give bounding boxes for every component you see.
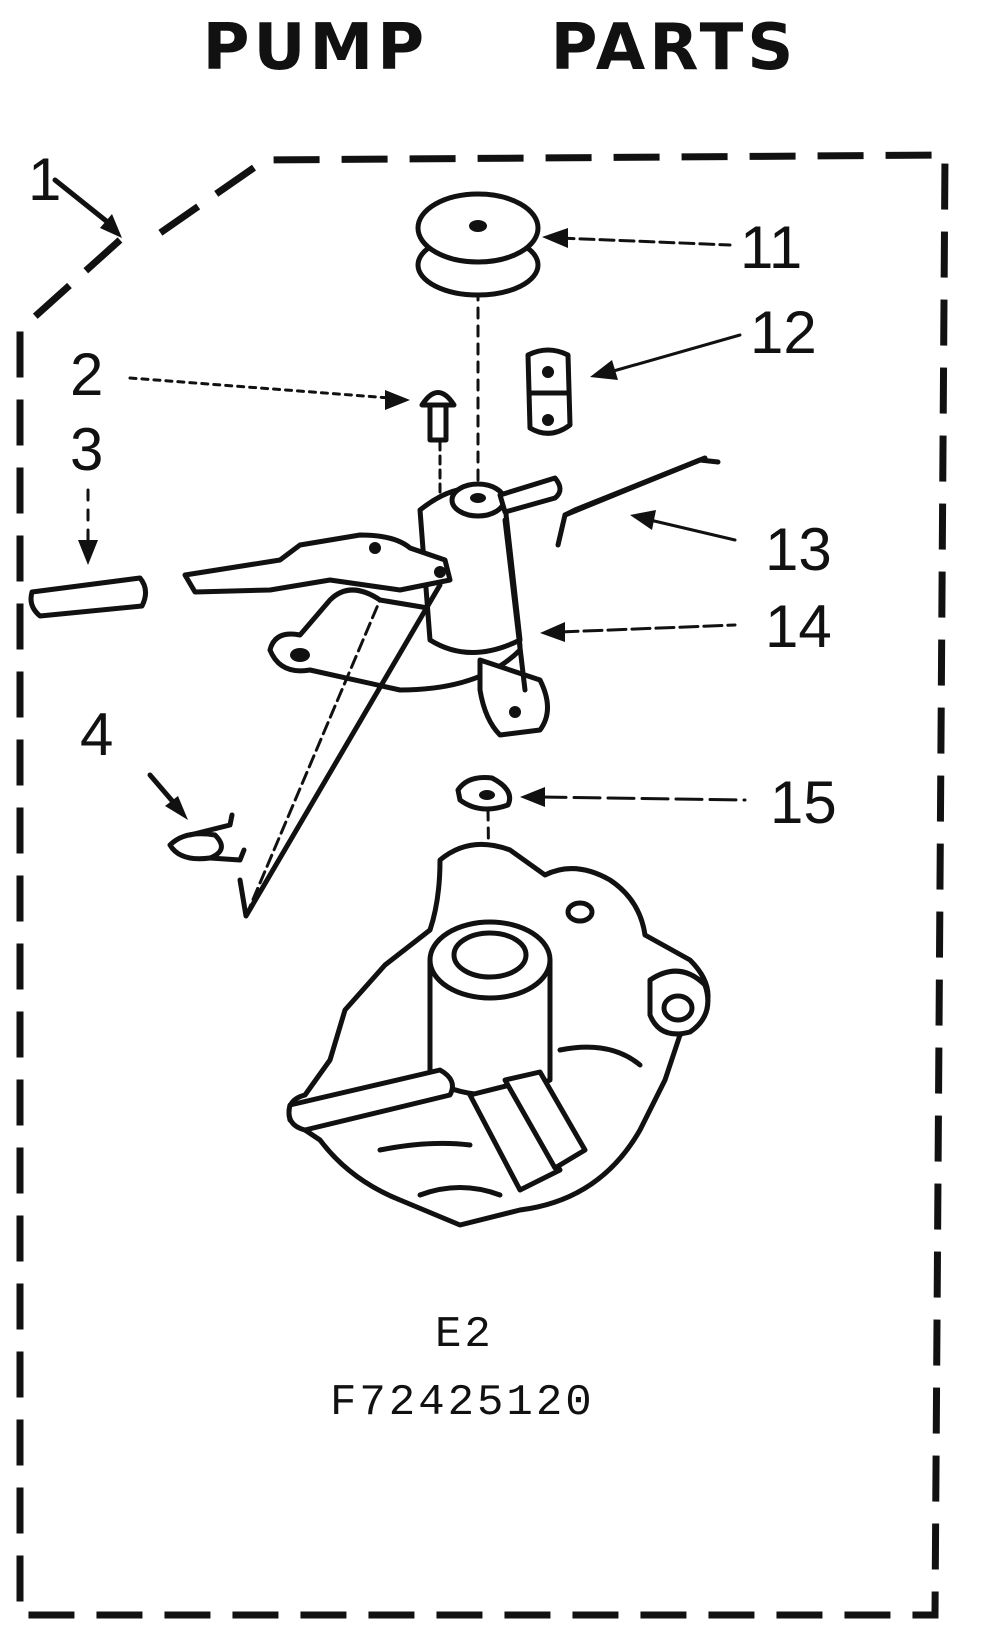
diagram-title: PUMP PARTS bbox=[0, 0, 1000, 96]
part-13-rod bbox=[555, 455, 721, 548]
title-word-parts: PARTS bbox=[550, 11, 798, 85]
callout-12: 12 bbox=[750, 299, 817, 366]
part-number: F72425120 bbox=[330, 1378, 595, 1428]
callout-13: 13 bbox=[765, 516, 832, 583]
pump-housing bbox=[286, 841, 711, 1228]
callout-11: 11 bbox=[740, 214, 803, 281]
callout-15: 15 bbox=[770, 769, 837, 836]
callout-3: 3 bbox=[70, 416, 104, 483]
callout-1: 1 bbox=[28, 146, 62, 213]
part-15-washer bbox=[455, 775, 513, 812]
title-word-pump: PUMP bbox=[202, 11, 429, 85]
part-12-clip bbox=[525, 347, 573, 436]
part-4-spring-clip bbox=[167, 812, 247, 863]
leader-lines bbox=[52, 177, 747, 820]
callout-14: 14 bbox=[765, 593, 832, 660]
part-11-pulley bbox=[415, 191, 541, 298]
assembly-boundary bbox=[16, 151, 949, 1619]
part-3-bar bbox=[28, 575, 148, 619]
callout-4: 4 bbox=[80, 701, 114, 768]
leader-4-dashed bbox=[244, 598, 382, 918]
part-14-bracket-assembly bbox=[182, 475, 563, 738]
part-2-screw bbox=[419, 390, 457, 443]
section-code: E2 bbox=[435, 1310, 494, 1360]
callout-2: 2 bbox=[70, 341, 104, 408]
leader-4-to-bracket bbox=[237, 582, 443, 919]
